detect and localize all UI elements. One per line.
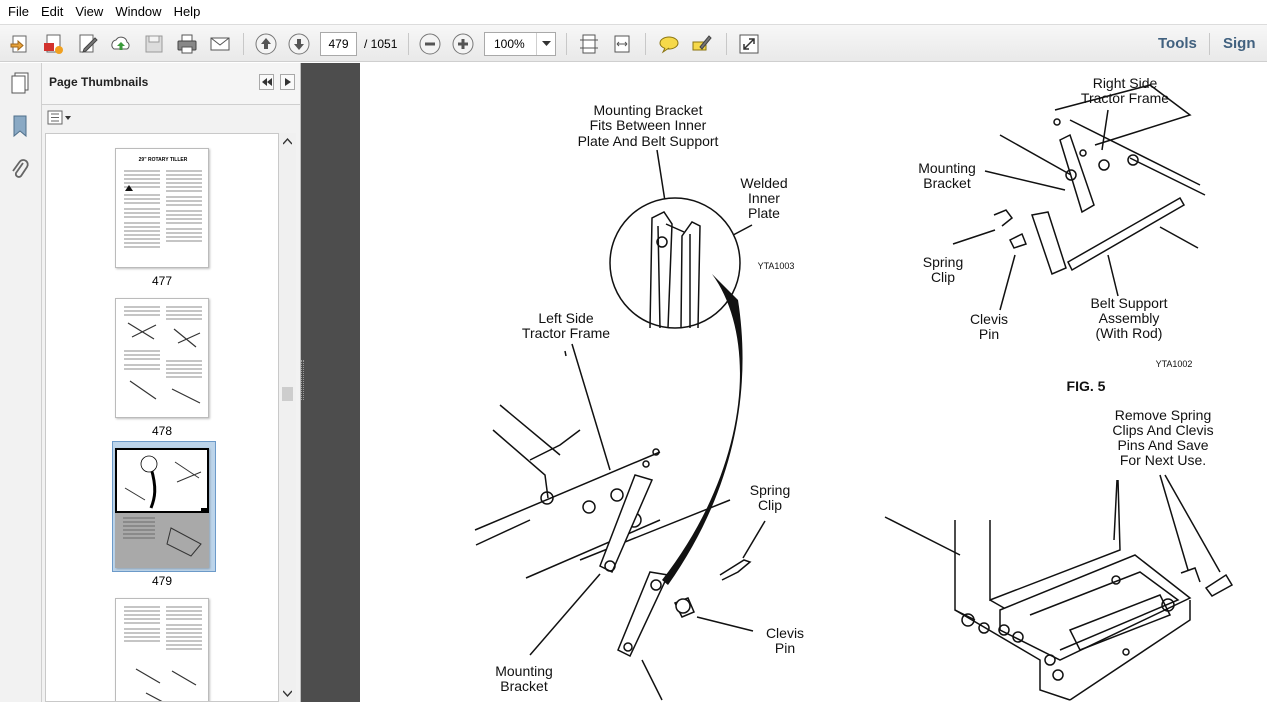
upload-icon[interactable] xyxy=(108,31,134,57)
panel-title: Page Thumbnails xyxy=(49,75,149,89)
attachments-icon[interactable] xyxy=(6,155,34,183)
zoom-in-icon[interactable] xyxy=(450,31,476,57)
chevron-right-icon[interactable] xyxy=(280,74,295,90)
label-mounting-bracket-right-1: Mounting xyxy=(918,160,976,176)
fit-page-icon[interactable] xyxy=(576,31,602,57)
thumbnail-page[interactable] xyxy=(115,598,209,701)
chevron-up-icon[interactable] xyxy=(283,137,292,146)
thumbnails-panel: Page Thumbnails 29" ROTARY TILLER xyxy=(42,63,301,702)
highlight-icon[interactable] xyxy=(689,31,715,57)
toolbar-separator xyxy=(726,33,727,55)
thumbnail-label-clipped xyxy=(146,134,176,135)
fullscreen-icon[interactable] xyxy=(736,31,762,57)
label-mounting-bracket-left-1: Mounting xyxy=(495,663,553,679)
edit-icon[interactable] xyxy=(75,31,101,57)
page-count: / 1051 xyxy=(364,37,398,51)
label-welded-2: Inner xyxy=(748,190,780,206)
splitter-grip[interactable] xyxy=(301,360,304,400)
label-spring-clip-left-1: Spring xyxy=(750,482,790,498)
menu-bar: File Edit View Window Help xyxy=(0,0,1267,24)
thumbnail-page-selected[interactable] xyxy=(115,448,209,568)
label-left-side-2: Tractor Frame xyxy=(522,325,610,341)
figure-code-right: YTA1002 xyxy=(1156,359,1193,369)
label-right-side-2: Tractor Frame xyxy=(1081,90,1169,106)
label-welded-1: Welded xyxy=(740,175,787,191)
figure-code-left: YTA1003 xyxy=(758,261,795,271)
tools-button[interactable]: Tools xyxy=(1158,35,1197,52)
chevron-down-icon[interactable] xyxy=(283,689,292,698)
page-thumbnails-icon[interactable] xyxy=(6,69,34,97)
label-spring-clip-right-1: Spring xyxy=(923,254,963,270)
label-mounting-bracket-right-2: Bracket xyxy=(923,175,971,191)
toolbar: / 1051 100% Tools xyxy=(0,24,1267,62)
print-icon[interactable] xyxy=(174,31,200,57)
collapse-panel-icon[interactable] xyxy=(259,74,274,90)
panel-header: Page Thumbnails xyxy=(42,63,300,105)
toolbar-separator xyxy=(408,33,409,55)
toolbar-separator xyxy=(566,33,567,55)
zoom-value: 100% xyxy=(494,37,525,51)
label-belt-support-3: (With Rod) xyxy=(1096,325,1163,341)
bookmarks-icon[interactable] xyxy=(6,112,34,140)
label-remove-spring-3: Pins And Save xyxy=(1117,437,1208,453)
label-remove-spring-1: Remove Spring xyxy=(1115,407,1212,423)
toolbar-separator xyxy=(1209,33,1210,55)
thumbnail-scrollbar[interactable] xyxy=(279,133,296,702)
thumbnail-label: 479 xyxy=(151,574,173,588)
label-spring-clip-left-2: Clip xyxy=(758,497,782,513)
open-icon[interactable] xyxy=(8,31,34,57)
label-clevis-pin-right-2: Pin xyxy=(979,326,999,342)
figure-number: FIG. 5 xyxy=(1067,378,1106,394)
fit-width-icon[interactable] xyxy=(609,31,635,57)
toolbar-separator xyxy=(243,33,244,55)
create-pdf-icon[interactable] xyxy=(41,31,67,57)
prev-page-icon[interactable] xyxy=(253,31,279,57)
next-page-icon[interactable] xyxy=(286,31,312,57)
thumbnail-options-button[interactable] xyxy=(47,109,73,127)
scrollbar-thumb[interactable] xyxy=(282,387,293,401)
thumbnail-list: 29" ROTARY TILLER 477 xyxy=(45,133,279,702)
toolbar-separator xyxy=(645,33,646,55)
thumbnail-page[interactable]: 29" ROTARY TILLER xyxy=(115,148,209,268)
menu-view[interactable]: View xyxy=(75,4,104,19)
sign-button[interactable]: Sign xyxy=(1223,35,1256,52)
thumbnail-page-title: 29" ROTARY TILLER xyxy=(139,157,188,163)
label-mounting-bracket-fits-1: Mounting Bracket xyxy=(594,102,703,118)
save-icon[interactable] xyxy=(141,31,167,57)
chevron-down-icon[interactable] xyxy=(536,33,555,55)
menu-edit[interactable]: Edit xyxy=(40,4,64,19)
label-remove-spring-4: For Next Use. xyxy=(1120,452,1206,468)
label-mounting-bracket-fits-3: Plate And Belt Support xyxy=(578,133,719,149)
email-icon[interactable] xyxy=(207,31,233,57)
navigation-rail xyxy=(0,63,42,702)
label-mounting-bracket-left-2: Bracket xyxy=(500,678,548,694)
menu-window[interactable]: Window xyxy=(115,4,162,19)
page-number-input[interactable] xyxy=(320,32,357,56)
thumbnail-label: 477 xyxy=(151,274,173,288)
label-remove-spring-2: Clips And Clevis xyxy=(1112,422,1213,438)
label-right-side-1: Right Side xyxy=(1093,75,1158,91)
page-illustration: Mounting Bracket Fits Between Inner Plat… xyxy=(474,75,1234,701)
zoom-out-icon[interactable] xyxy=(417,31,443,57)
thumbnail-label: 478 xyxy=(151,424,173,438)
label-left-side-1: Left Side xyxy=(538,310,593,326)
menu-help[interactable]: Help xyxy=(173,4,201,19)
label-belt-support-2: Assembly xyxy=(1099,310,1160,326)
label-welded-3: Plate xyxy=(748,205,780,221)
document-page: Mounting Bracket Fits Between Inner Plat… xyxy=(360,63,1267,702)
label-mounting-bracket-fits-2: Fits Between Inner xyxy=(590,117,707,133)
comment-icon[interactable] xyxy=(656,31,682,57)
label-clevis-pin-left-2: Pin xyxy=(775,640,795,656)
label-spring-clip-right-2: Clip xyxy=(931,269,955,285)
zoom-select[interactable]: 100% xyxy=(484,32,556,56)
label-clevis-pin-left-1: Clevis xyxy=(766,625,804,641)
menu-file[interactable]: File xyxy=(8,4,29,19)
thumbnail-page[interactable] xyxy=(115,298,209,418)
panel-splitter[interactable] xyxy=(301,63,360,702)
label-clevis-pin-right-1: Clevis xyxy=(970,311,1008,327)
label-belt-support-1: Belt Support xyxy=(1090,295,1167,311)
